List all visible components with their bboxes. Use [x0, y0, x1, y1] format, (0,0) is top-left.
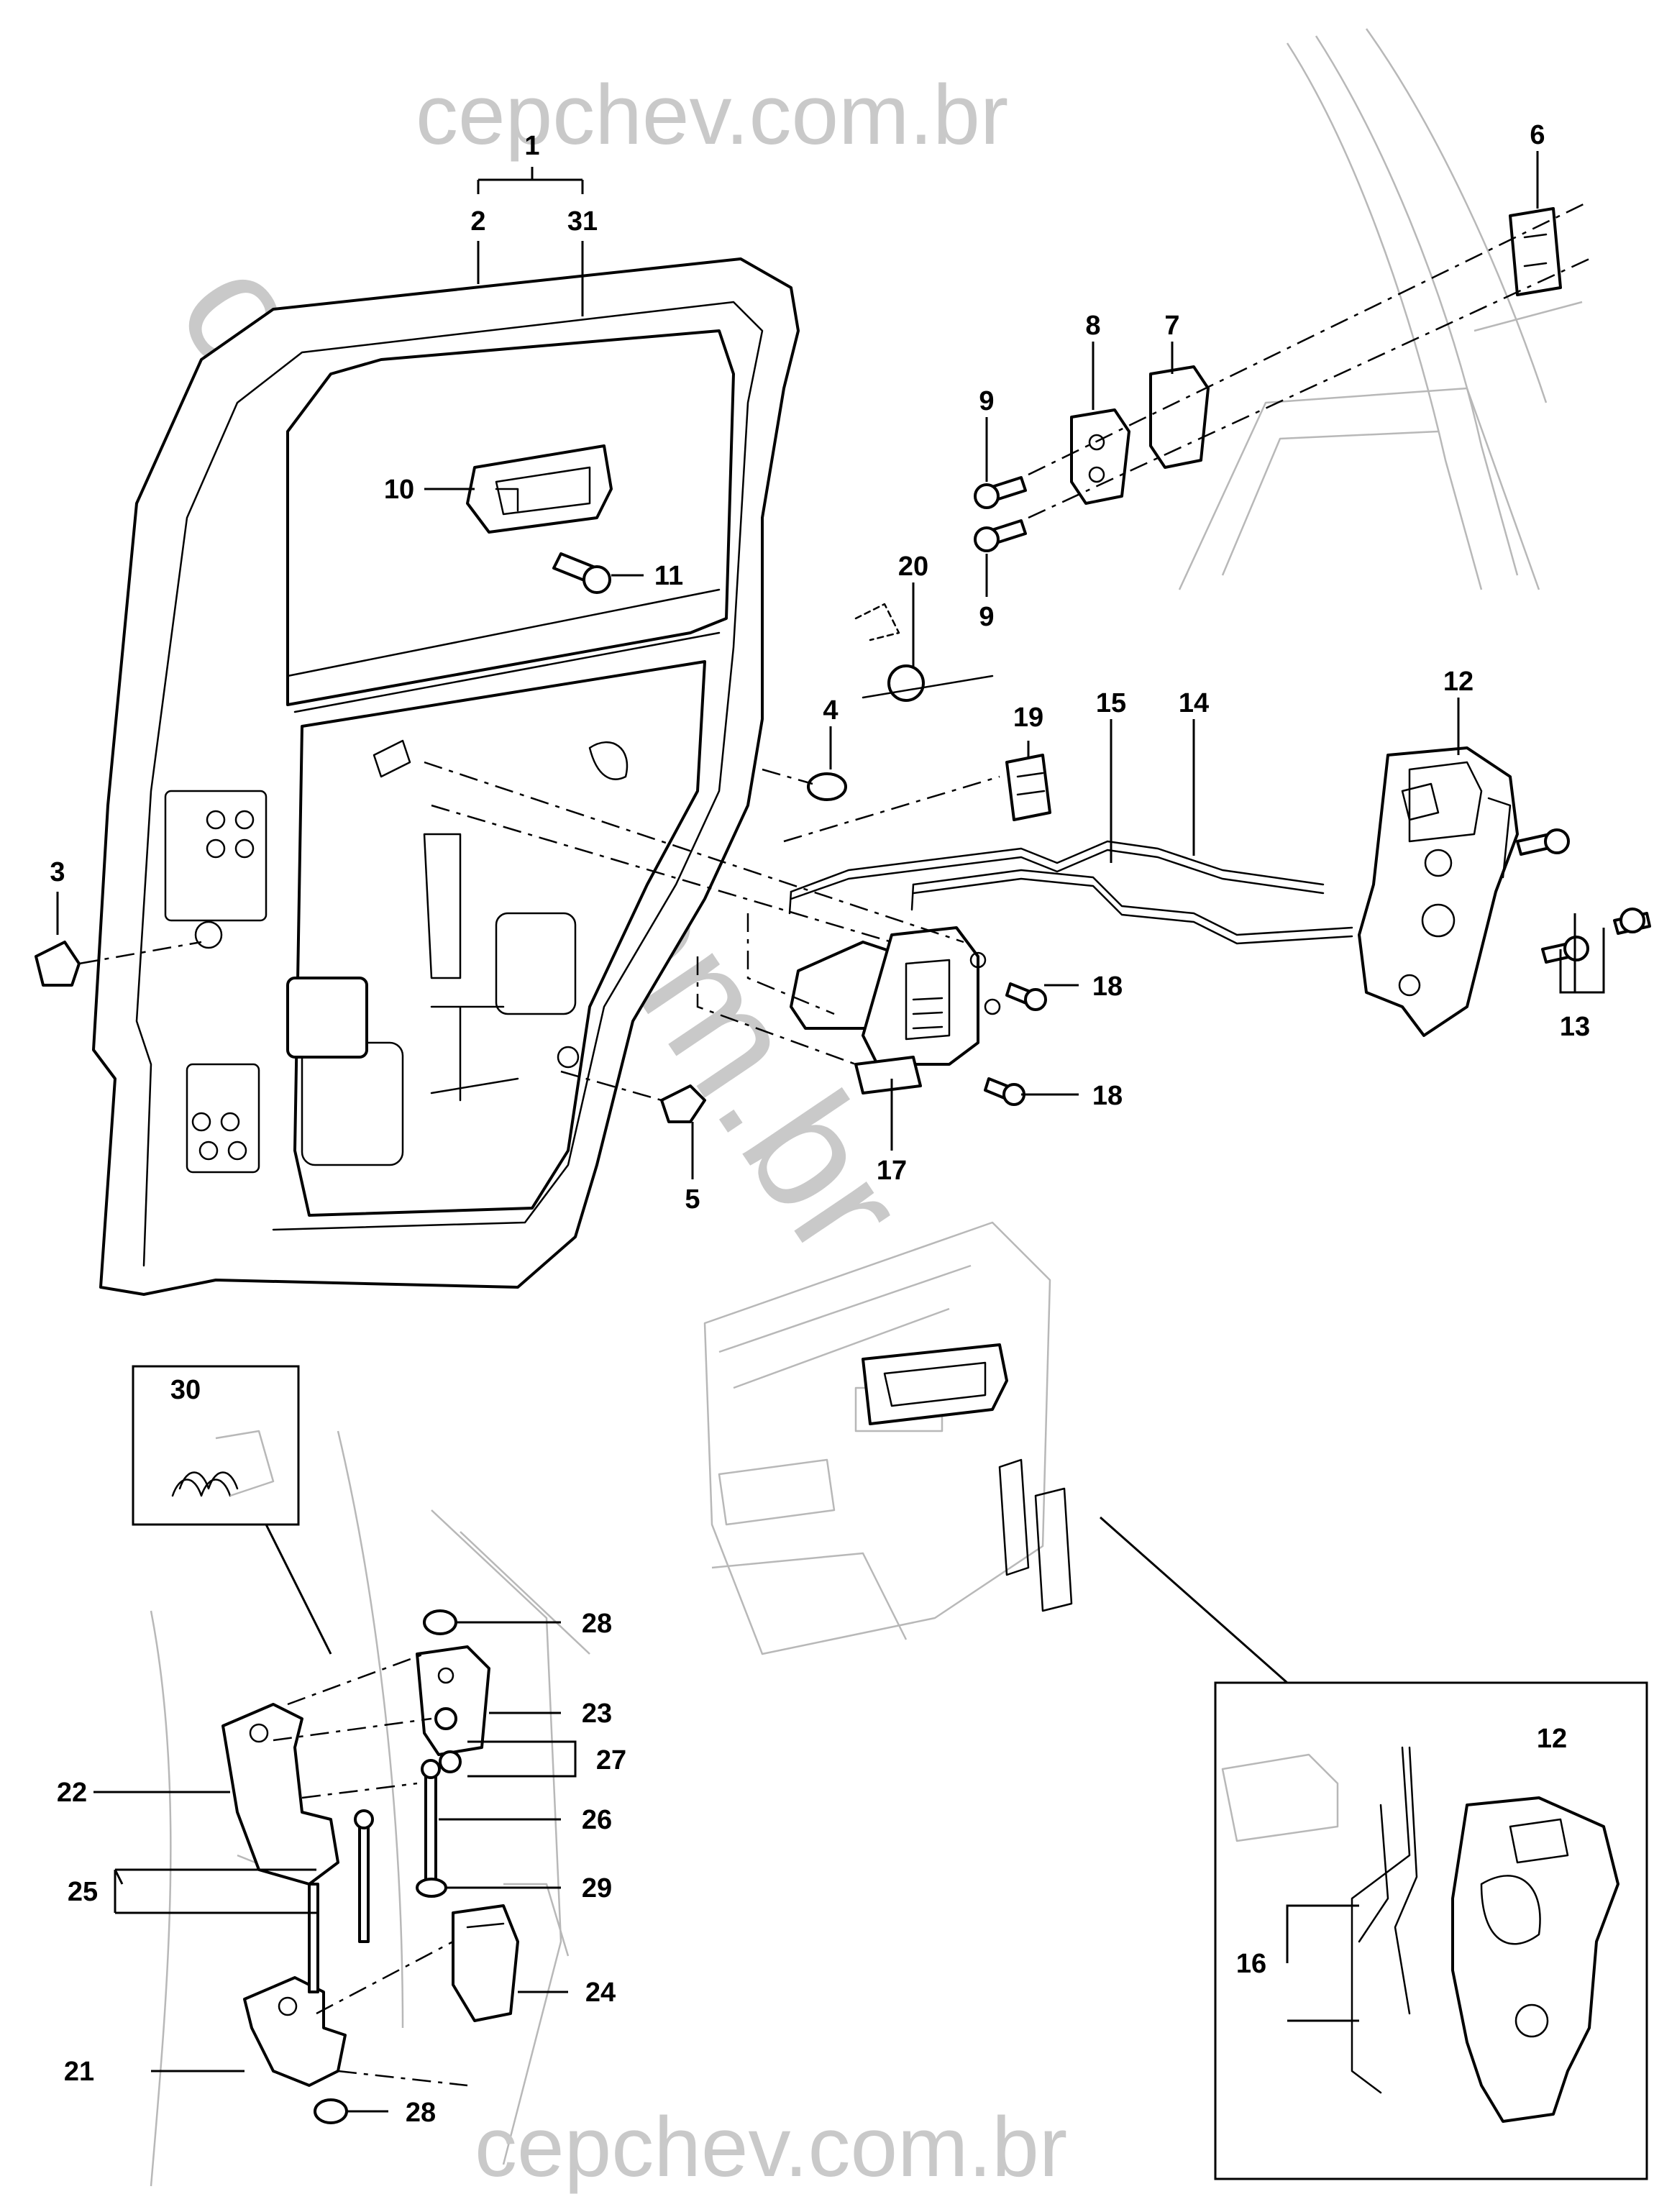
- interior-ghost: [703, 1221, 1051, 1655]
- watermark-top: cepchev.com.br: [416, 68, 1008, 163]
- hinge-pin-26: [421, 1759, 441, 1886]
- striker-plate-6: [1509, 207, 1562, 296]
- callout-21: 21: [64, 2057, 94, 2087]
- callout-10: 10: [384, 475, 414, 505]
- hinge-spring-inset: [132, 1365, 300, 1526]
- callout-3: 3: [50, 857, 65, 887]
- callout-1: 1: [524, 131, 539, 161]
- striker-axis-upper: [1028, 200, 1590, 476]
- callout-9-lower: 9: [979, 602, 994, 632]
- striker-screw-lower: [974, 519, 1027, 552]
- body-pillar-ghost: [1178, 28, 1583, 590]
- hinge-pillar-ghost: [150, 1430, 590, 2187]
- callout-8: 8: [1085, 311, 1100, 341]
- door-plug-3: [35, 941, 81, 987]
- callout-22: 22: [57, 1778, 87, 1808]
- latch-bolt-2: [1613, 908, 1651, 935]
- callout-28-lower: 28: [406, 2098, 436, 2128]
- callout-16: 16: [1236, 1949, 1266, 1979]
- detail-inset-lock-rods: [1214, 1681, 1648, 2180]
- inside-door-handle: [466, 444, 613, 534]
- callout-13: 13: [1560, 1012, 1590, 1042]
- door-lock-actuator: [1358, 746, 1519, 1037]
- callout-leaders: [56, 151, 1605, 2113]
- callout-18-upper: 18: [1092, 972, 1123, 1002]
- handle-screw: [552, 552, 611, 594]
- callout-15: 15: [1096, 688, 1126, 718]
- upper-hinge-door-side: [416, 1645, 490, 1756]
- callout-9-upper: 9: [979, 386, 994, 416]
- assembly-lines-main: [78, 761, 1000, 1102]
- callout-7: 7: [1164, 311, 1179, 341]
- door-plug-5: [660, 1084, 706, 1123]
- callout-25: 25: [68, 1877, 98, 1907]
- striker-bracket-8: [1070, 408, 1130, 505]
- door-plug-4: [807, 772, 847, 801]
- hinge-cap-28-upper: [423, 1609, 457, 1635]
- latch-bolt-3: [1516, 828, 1570, 856]
- hinge-bushings-27: [434, 1707, 462, 1773]
- callout-20: 20: [898, 552, 928, 582]
- interior-view-handle: [862, 1343, 1073, 1612]
- lower-hinge-body: [243, 1976, 347, 2087]
- hinge-washer-29: [416, 1878, 447, 1898]
- callout-2: 2: [470, 206, 485, 237]
- callout-5: 5: [685, 1184, 700, 1215]
- callout-4: 4: [823, 695, 838, 726]
- callout-12: 12: [1443, 667, 1473, 697]
- hinge-pins: [308, 1809, 374, 1993]
- detail-leader: [1100, 1516, 1288, 1684]
- inset-lock-rods: [1351, 1746, 1418, 2094]
- hinge-inset-leader: [265, 1524, 332, 1655]
- door-shell: [92, 257, 800, 1296]
- wire-grommet: [854, 603, 994, 702]
- striker-shim-7: [1149, 365, 1210, 469]
- inset-handle-ghost: [1221, 1753, 1339, 1842]
- callout-17: 17: [877, 1156, 907, 1186]
- callout-23: 23: [582, 1699, 612, 1729]
- handle-bolt-lower: [984, 1077, 1025, 1106]
- lower-hinge-door-side: [452, 1904, 519, 2022]
- outside-door-handle: [790, 926, 1001, 1094]
- callout-19: 19: [1013, 703, 1043, 733]
- callout-6: 6: [1530, 120, 1545, 150]
- handle-bolt-upper: [1005, 982, 1047, 1011]
- callout-24: 24: [585, 1978, 616, 2008]
- latch-bolt-1: [1541, 936, 1589, 964]
- watermark-bottom: cepchev.com.br: [475, 2100, 1067, 2195]
- callout-27: 27: [596, 1745, 626, 1775]
- hinge-assembly-lines: [273, 1653, 468, 2087]
- hinge-cap-28-lower: [314, 2098, 348, 2124]
- callout-14: 14: [1179, 688, 1209, 718]
- callout-30: 30: [170, 1375, 201, 1405]
- inset-lock-actuator: [1451, 1796, 1619, 2123]
- lock-rods: [788, 840, 1353, 945]
- striker-screw-upper: [974, 476, 1027, 509]
- callout-11: 11: [654, 561, 683, 591]
- rod-clip: [1005, 754, 1051, 821]
- callout-28-upper: 28: [582, 1609, 612, 1639]
- hinge-spring: [171, 1430, 275, 1497]
- callout-12-inset: 12: [1537, 1724, 1567, 1754]
- callout-18-lower: 18: [1092, 1081, 1123, 1111]
- callout-labels: 1 2 31 3 4 5 6 7 8 9 9 10 11 12 12 13 14…: [50, 120, 1590, 2128]
- callout-31: 31: [567, 206, 598, 237]
- upper-hinge-body: [221, 1703, 339, 1886]
- striker-axis-lower: [1028, 257, 1590, 519]
- callout-29: 29: [582, 1873, 612, 1903]
- callout-26: 26: [582, 1805, 612, 1835]
